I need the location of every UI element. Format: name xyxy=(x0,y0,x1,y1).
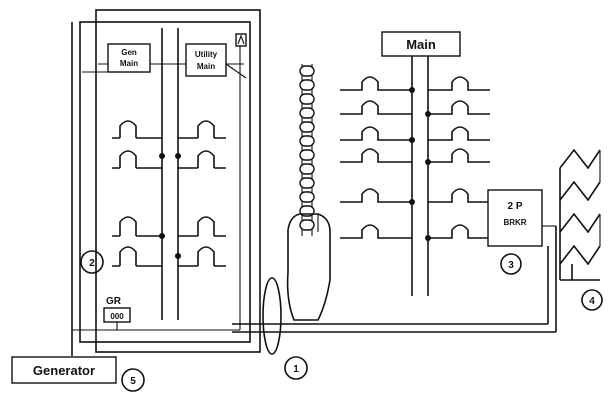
utility-feed-1 xyxy=(225,63,247,79)
callout-1-label: 1 xyxy=(293,364,299,375)
main-panel-breakers xyxy=(340,76,490,239)
transfer-panel-outer xyxy=(95,9,261,353)
meter-box xyxy=(235,33,247,47)
main-bus-junctions xyxy=(409,87,431,241)
callout-2 xyxy=(80,250,104,274)
gr-label: GR xyxy=(106,296,122,307)
generator-box xyxy=(11,356,117,384)
generator-label: Generator xyxy=(33,363,95,378)
utility-main-label-1: Utility xyxy=(195,50,218,59)
callout-1 xyxy=(284,356,308,380)
gen-main-breaker xyxy=(107,43,151,73)
gr-coil-symbol: 000 xyxy=(110,312,124,321)
callout-5 xyxy=(121,368,145,392)
meter-symbol xyxy=(237,34,245,45)
breaker-label-2: BRKR xyxy=(503,218,526,227)
heater-elements xyxy=(559,148,601,281)
transfer-panel-inner xyxy=(79,21,251,343)
gen-main-label-2: Main xyxy=(120,59,138,68)
panel-breakers xyxy=(112,120,226,267)
breaker-label-1: 2 P xyxy=(507,201,522,212)
callout-3 xyxy=(500,253,522,275)
callout-2-label: 2 xyxy=(89,258,95,269)
hand-outline xyxy=(286,213,331,321)
gen-main-label-1: Gen xyxy=(121,48,137,57)
panel-bus-junctions xyxy=(159,153,181,259)
utility-main-label-2: Main xyxy=(197,62,215,71)
main-panel-box xyxy=(381,31,461,57)
utility-main-breaker xyxy=(185,43,227,77)
two-pole-breaker xyxy=(487,189,543,247)
coil-chain xyxy=(299,64,315,236)
current-clamp xyxy=(262,277,282,355)
callout-4 xyxy=(581,289,603,311)
callout-5-label: 5 xyxy=(130,376,136,387)
callout-3-label: 3 xyxy=(508,260,514,271)
main-panel-label: Main xyxy=(406,37,436,52)
callout-4-label: 4 xyxy=(589,296,595,307)
